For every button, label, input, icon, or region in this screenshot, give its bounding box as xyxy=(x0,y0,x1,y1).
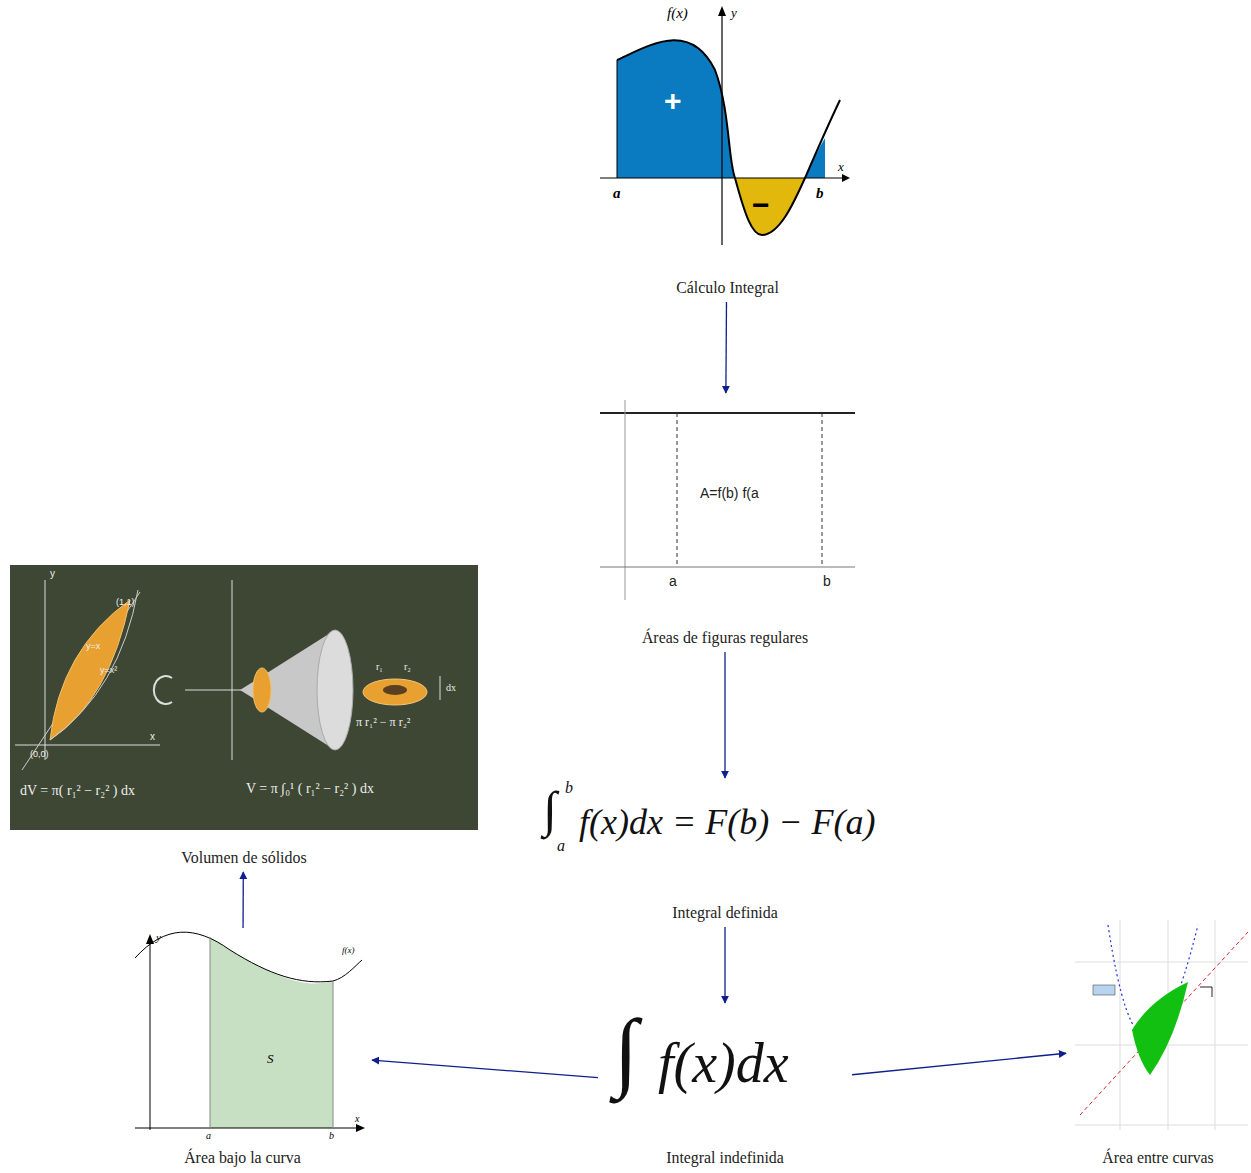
figure-label: b xyxy=(823,574,831,588)
figure-label: A=f(b) f(a xyxy=(700,486,759,500)
figure-label: a xyxy=(669,574,677,588)
node-caption: Área bajo la curva xyxy=(115,1150,370,1166)
figure-label: a xyxy=(206,1131,211,1141)
figure-label: y xyxy=(731,6,737,19)
arrow-connector xyxy=(372,1060,598,1078)
figure-label: x xyxy=(838,160,844,173)
definite-integral-node: ∫ b a f(x)dx = F(b) − F(a) Integral definida xyxy=(535,780,915,925)
formula-text: ∫ xyxy=(543,784,557,834)
formula-text: a xyxy=(557,838,565,854)
figure-label: f(x) xyxy=(667,6,688,21)
figure-label: dV = π( r₁² − r₂² ) dx xyxy=(20,784,135,798)
arrow-connector xyxy=(725,302,727,393)
figure-label: dx xyxy=(446,683,456,693)
figure-label: y=x xyxy=(86,642,100,651)
figure-label: y xyxy=(50,569,55,579)
node-caption: Cálculo Integral xyxy=(595,280,860,296)
node-caption: Volumen de sólidos xyxy=(5,850,483,866)
formula-text: ∫ xyxy=(614,1007,638,1095)
figure-label: r₁ xyxy=(376,662,383,672)
figure-label: r₂ xyxy=(404,662,411,672)
arrow-connector xyxy=(852,1053,1066,1075)
figure-label: y xyxy=(156,932,161,943)
formula-text: f(x)dx xyxy=(658,1035,789,1091)
volume-panel xyxy=(10,565,478,830)
node-caption: Integral indefinida xyxy=(600,1150,850,1166)
figure-label: x xyxy=(355,1114,359,1124)
figure-label: π r₁² − π r₂² xyxy=(356,716,410,728)
regular-area-node: Áreas de figuras regulares xyxy=(590,395,860,650)
figure-label: + xyxy=(664,86,682,116)
integral-graph-node: Cálculo Integral xyxy=(595,5,860,300)
arrow-connector xyxy=(724,652,725,778)
indefinite-integral-node: ∫ f(x)dxIntegral indefinida xyxy=(600,1005,850,1170)
figure-label: y=x² xyxy=(100,666,117,675)
area-between-node: Área entre curvas xyxy=(1068,918,1248,1170)
figure-label: a xyxy=(613,186,621,201)
figure-label: (0,0) xyxy=(30,750,49,759)
formula-text: b xyxy=(565,780,573,796)
area-under-curve-node: Área bajo la curva xyxy=(115,930,370,1170)
node-caption: Área entre curvas xyxy=(1068,1150,1248,1166)
figure-label: − xyxy=(752,190,770,220)
figure-label: x xyxy=(150,732,155,742)
figure-label: f(x) xyxy=(342,946,355,955)
arrow-connector xyxy=(724,927,725,1003)
integral-graph xyxy=(600,6,850,245)
figure-label: (1,1) xyxy=(116,598,135,607)
formula-text: f(x)dx = F(b) − F(a) xyxy=(579,804,875,840)
figure-label: b xyxy=(816,186,824,201)
area-under-curve xyxy=(135,932,365,1132)
area-between-curves xyxy=(1075,920,1248,1130)
figure-label: b xyxy=(329,1131,334,1141)
figure-label: V = π ∫₀¹ ( r₁² − r₂² ) dx xyxy=(246,782,374,796)
volume-node: Volumen de sólidos xyxy=(5,560,483,870)
arrow-connector xyxy=(242,872,244,928)
node-caption: Integral definida xyxy=(535,905,915,921)
rectangle-area xyxy=(600,400,855,600)
node-caption: Áreas de figuras regulares xyxy=(590,630,860,646)
figure-label: S xyxy=(267,1052,274,1065)
